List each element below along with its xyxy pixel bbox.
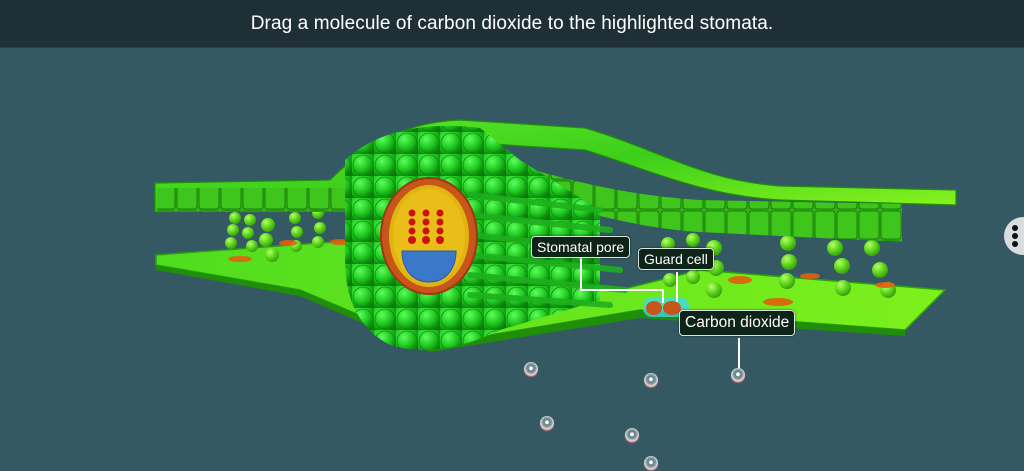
stomatal-pore-label: Stomatal pore — [531, 236, 631, 258]
carbon-dioxide-label: Carbon dioxide — [679, 310, 796, 336]
carbon-dioxide-leader — [738, 338, 740, 370]
more-vertical-icon — [1012, 225, 1018, 231]
more-vertical-icon — [1012, 241, 1018, 247]
co2-molecule[interactable] — [625, 428, 639, 442]
stomatal-pore-leader-v — [580, 258, 582, 290]
co2-molecule[interactable] — [644, 456, 658, 470]
stomatal-pore-leader-v2 — [662, 289, 664, 303]
more-vertical-icon — [1012, 233, 1018, 239]
co2-molecule[interactable] — [540, 416, 554, 430]
stomata-target[interactable] — [643, 297, 689, 317]
instruction-bar: Drag a molecule of carbon dioxide to the… — [0, 0, 1024, 48]
guard-cell-label: Guard cell — [638, 248, 714, 270]
guard-cell-leader — [676, 272, 678, 302]
stomatal-pore-leader-h — [580, 289, 663, 291]
more-menu-button[interactable] — [1004, 217, 1024, 255]
co2-molecule[interactable] — [644, 373, 658, 387]
co2-molecule[interactable] — [524, 362, 538, 376]
instruction-text: Drag a molecule of carbon dioxide to the… — [250, 12, 774, 34]
co2-molecule[interactable] — [731, 368, 745, 382]
